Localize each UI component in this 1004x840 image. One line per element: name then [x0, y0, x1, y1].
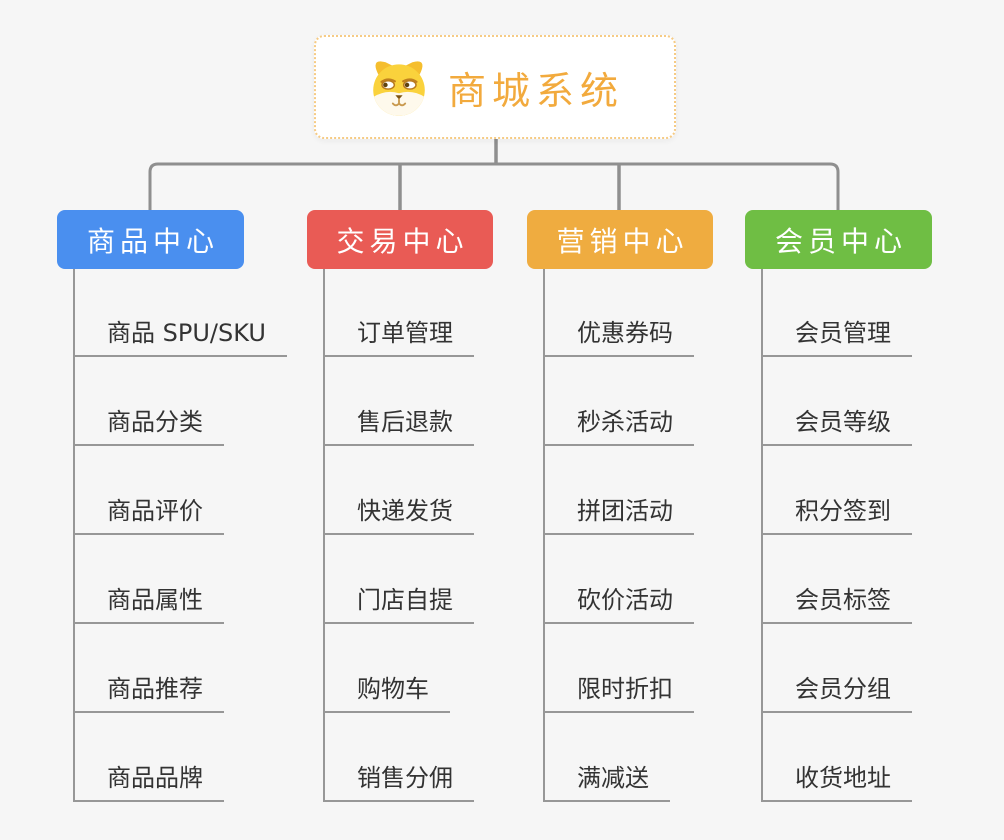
leaf-node[interactable]: 限时折扣 — [543, 674, 694, 713]
branch-product-center[interactable]: 商品中心 — [57, 210, 244, 269]
connector-frame-line — [148, 162, 840, 210]
leaf-node[interactable]: 商品推荐 — [73, 674, 224, 713]
leaf-node[interactable]: 快递发货 — [323, 496, 474, 535]
leaf-node[interactable]: 收货地址 — [761, 763, 912, 802]
leaf-node[interactable]: 优惠券码 — [543, 318, 694, 357]
trunk-line — [761, 269, 763, 802]
leaf-node[interactable]: 砍价活动 — [543, 585, 694, 624]
dog-face-icon — [373, 61, 425, 116]
branch-trade-center[interactable]: 交易中心 — [307, 210, 493, 269]
leaf-node[interactable]: 会员分组 — [761, 674, 912, 713]
leaf-node[interactable]: 拼团活动 — [543, 496, 694, 535]
leaf-node[interactable]: 购物车 — [323, 674, 450, 713]
trunk-line — [73, 269, 75, 802]
leaf-node[interactable]: 销售分佣 — [323, 763, 474, 802]
leaf-node[interactable]: 会员管理 — [761, 318, 912, 357]
leaf-node[interactable]: 商品品牌 — [73, 763, 224, 802]
leaf-node[interactable]: 商品分类 — [73, 407, 224, 446]
root-node-label: 商城系统 — [447, 68, 624, 113]
branch-member-center[interactable]: 会员中心 — [745, 210, 932, 269]
leaf-node[interactable]: 会员等级 — [761, 407, 912, 446]
leaf-node[interactable]: 商品 SPU/SKU — [73, 318, 287, 357]
branch-marketing-center[interactable]: 营销中心 — [527, 210, 713, 269]
leaf-node[interactable]: 售后退款 — [323, 407, 474, 446]
trunk-line — [543, 269, 545, 802]
connector-drop-lines — [398, 139, 621, 210]
leaf-node[interactable]: 商品评价 — [73, 496, 224, 535]
leaf-node[interactable]: 订单管理 — [323, 318, 474, 357]
leaf-node[interactable]: 积分签到 — [761, 496, 912, 535]
leaf-node[interactable]: 门店自提 — [323, 585, 474, 624]
leaf-node[interactable]: 会员标签 — [761, 585, 912, 624]
root-node[interactable]: 商城系统 — [314, 35, 676, 139]
leaf-node[interactable]: 商品属性 — [73, 585, 224, 624]
trunk-line — [323, 269, 325, 802]
leaf-node[interactable]: 秒杀活动 — [543, 407, 694, 446]
leaf-node[interactable]: 满减送 — [543, 763, 670, 802]
